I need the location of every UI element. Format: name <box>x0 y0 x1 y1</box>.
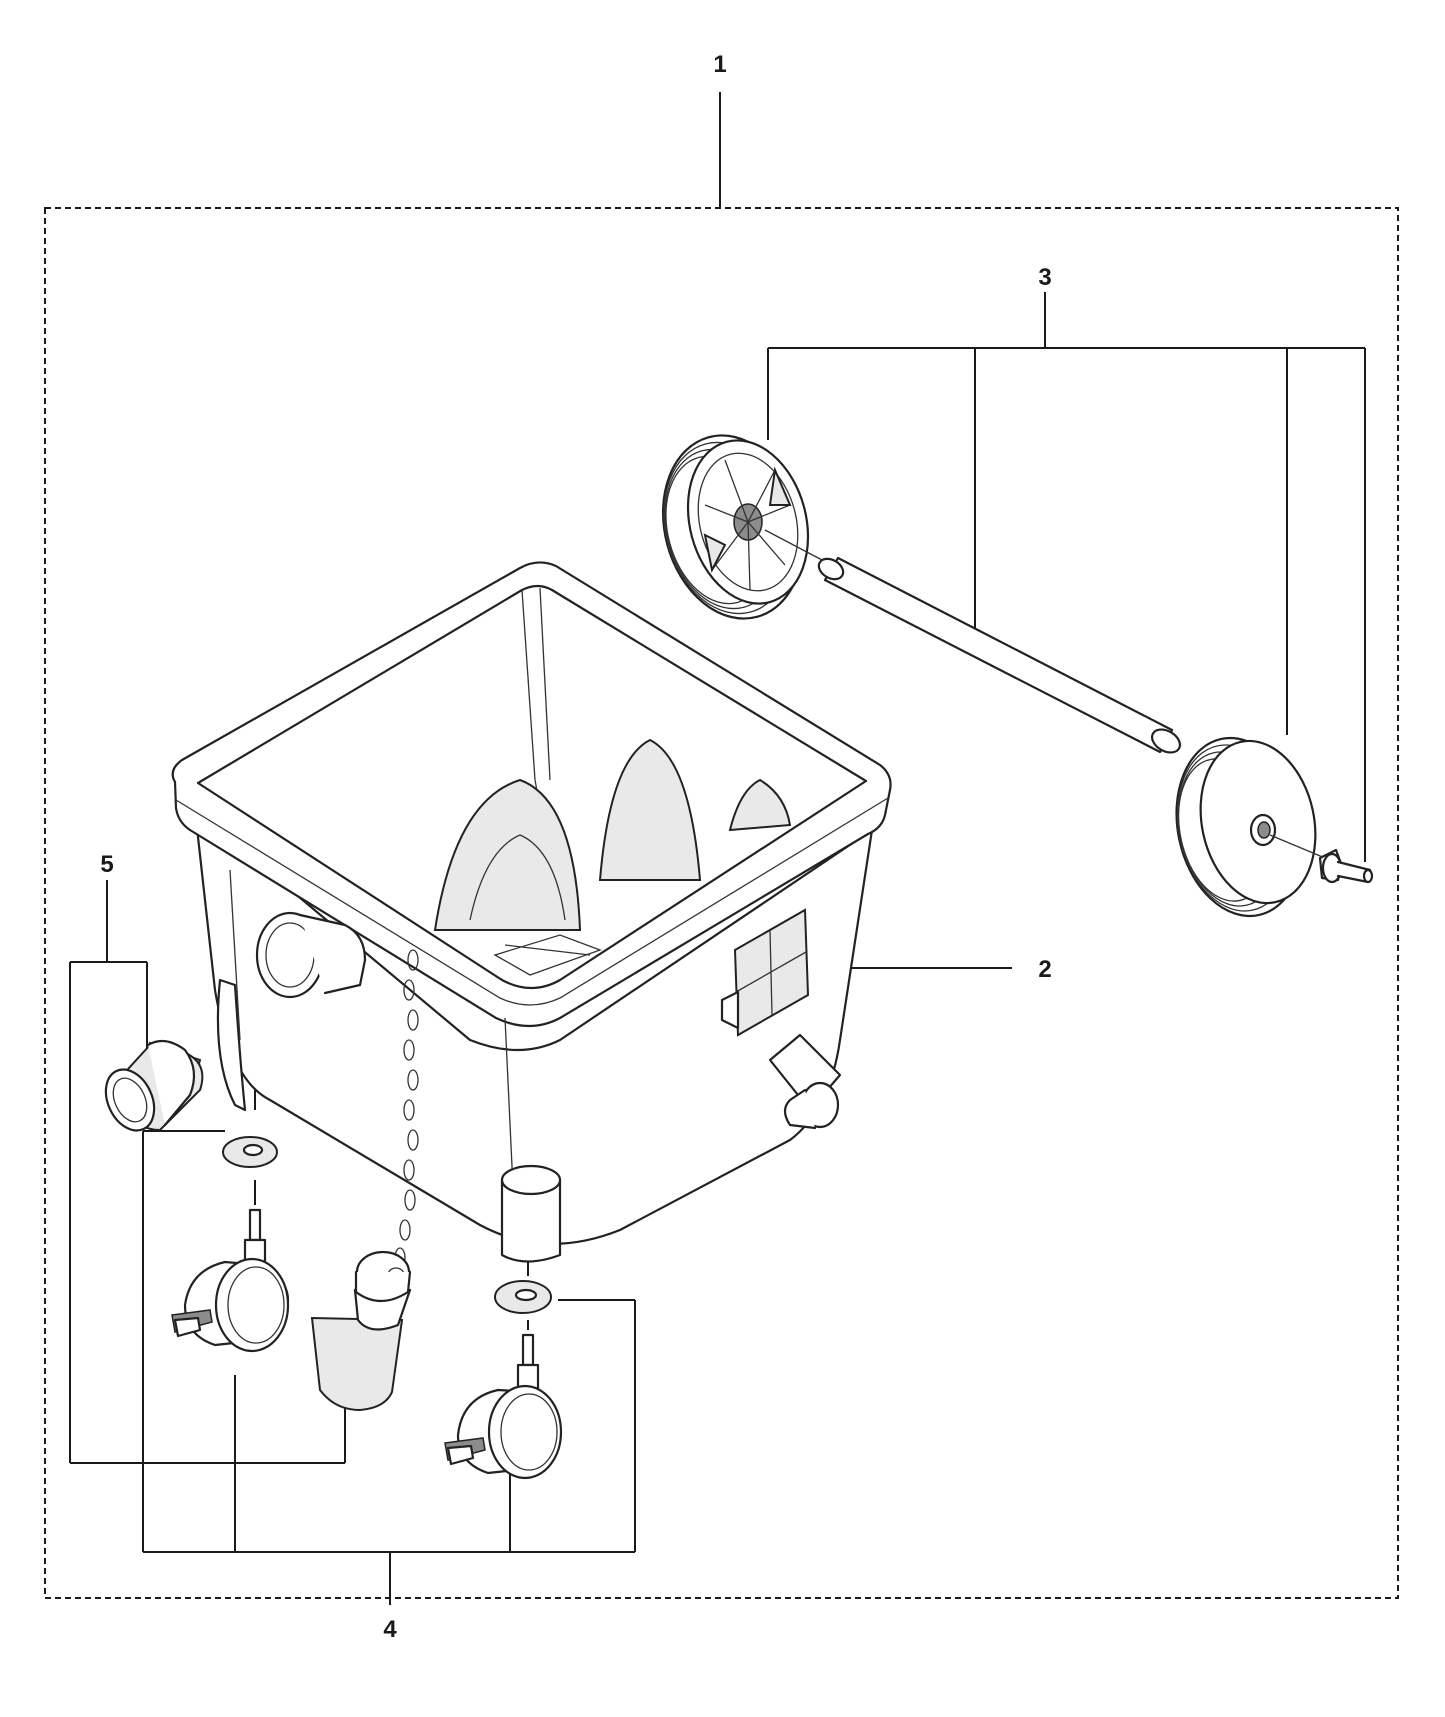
caster-socket-icon <box>500 1164 562 1263</box>
callout-1: 1 <box>713 51 726 78</box>
rear-wheel-icon <box>1175 736 1326 918</box>
callout-4: 4 <box>383 1616 397 1643</box>
leader-lines <box>69 92 1366 1605</box>
callout-3: 3 <box>1038 264 1051 291</box>
callout-2: 2 <box>1038 956 1051 983</box>
drain-plug-icon <box>310 1250 412 1412</box>
hub-cap-icon <box>1318 848 1374 884</box>
container-bin-icon <box>171 561 892 1245</box>
assembly-frame <box>44 207 1399 1599</box>
caster-wheel-icon <box>444 1333 563 1480</box>
axle-icon <box>764 529 1182 754</box>
rear-wheel-icon <box>661 434 810 620</box>
hose-adapter-icon <box>104 1039 204 1132</box>
washer-icon <box>222 1136 278 1168</box>
chain-icon <box>394 949 419 1269</box>
caster-wheel-icon <box>171 1208 290 1353</box>
washer-icon <box>494 1280 552 1314</box>
label-plate-icon <box>720 908 810 1037</box>
callout-5: 5 <box>100 851 113 878</box>
